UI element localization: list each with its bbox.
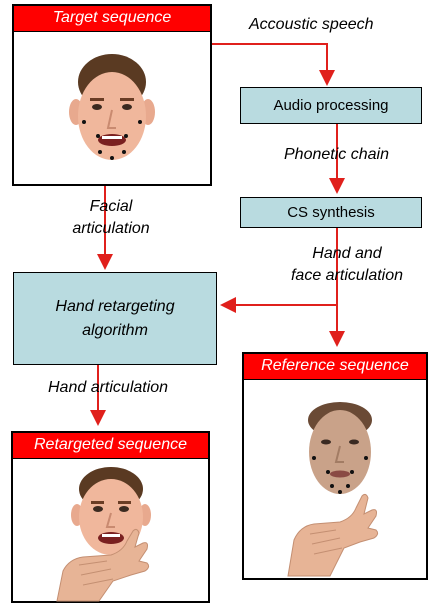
target-sequence-title: Target sequence	[14, 6, 210, 32]
arrow-target-to-audio	[212, 43, 335, 86]
audio-processing-label: Audio processing	[273, 97, 389, 114]
cs-synthesis-block: CS synthesis	[240, 197, 422, 228]
face-image-retargeted	[56, 467, 151, 602]
reference-sequence-frame: Reference sequence	[242, 352, 428, 580]
audio-processing-block: Audio processing	[240, 87, 422, 124]
retargeted-sequence-frame: Retargeted sequence	[11, 431, 210, 603]
hand-retargeting-label-line1: Hand retargeting	[55, 298, 175, 315]
label-facial-articulation: Facial articulation	[66, 196, 156, 240]
label-phonetic-chain: Phonetic chain	[284, 146, 389, 163]
label-facial-articulation-line2: articulation	[72, 220, 150, 237]
label-hand-face-line1: Hand and	[312, 245, 382, 262]
hand-retargeting-label-line2: algorithm	[82, 322, 148, 339]
face-image-reference	[287, 402, 379, 577]
reference-sequence-title: Reference sequence	[244, 354, 426, 380]
label-facial-articulation-line1: Facial	[89, 198, 133, 215]
retargeted-sequence-title: Retargeted sequence	[13, 433, 208, 459]
label-hand-face-articulation: Hand and face articulation	[277, 243, 417, 287]
cs-synthesis-label: CS synthesis	[287, 204, 375, 221]
face-image-target	[69, 54, 155, 160]
label-hand-articulation: Hand articulation	[48, 379, 169, 396]
label-accoustic-speech: Accoustic speech	[249, 16, 374, 33]
target-sequence-frame: Target sequence	[12, 4, 212, 186]
hand-retargeting-block: Hand retargeting algorithm	[13, 272, 217, 365]
label-hand-face-line2: face articulation	[290, 267, 404, 284]
